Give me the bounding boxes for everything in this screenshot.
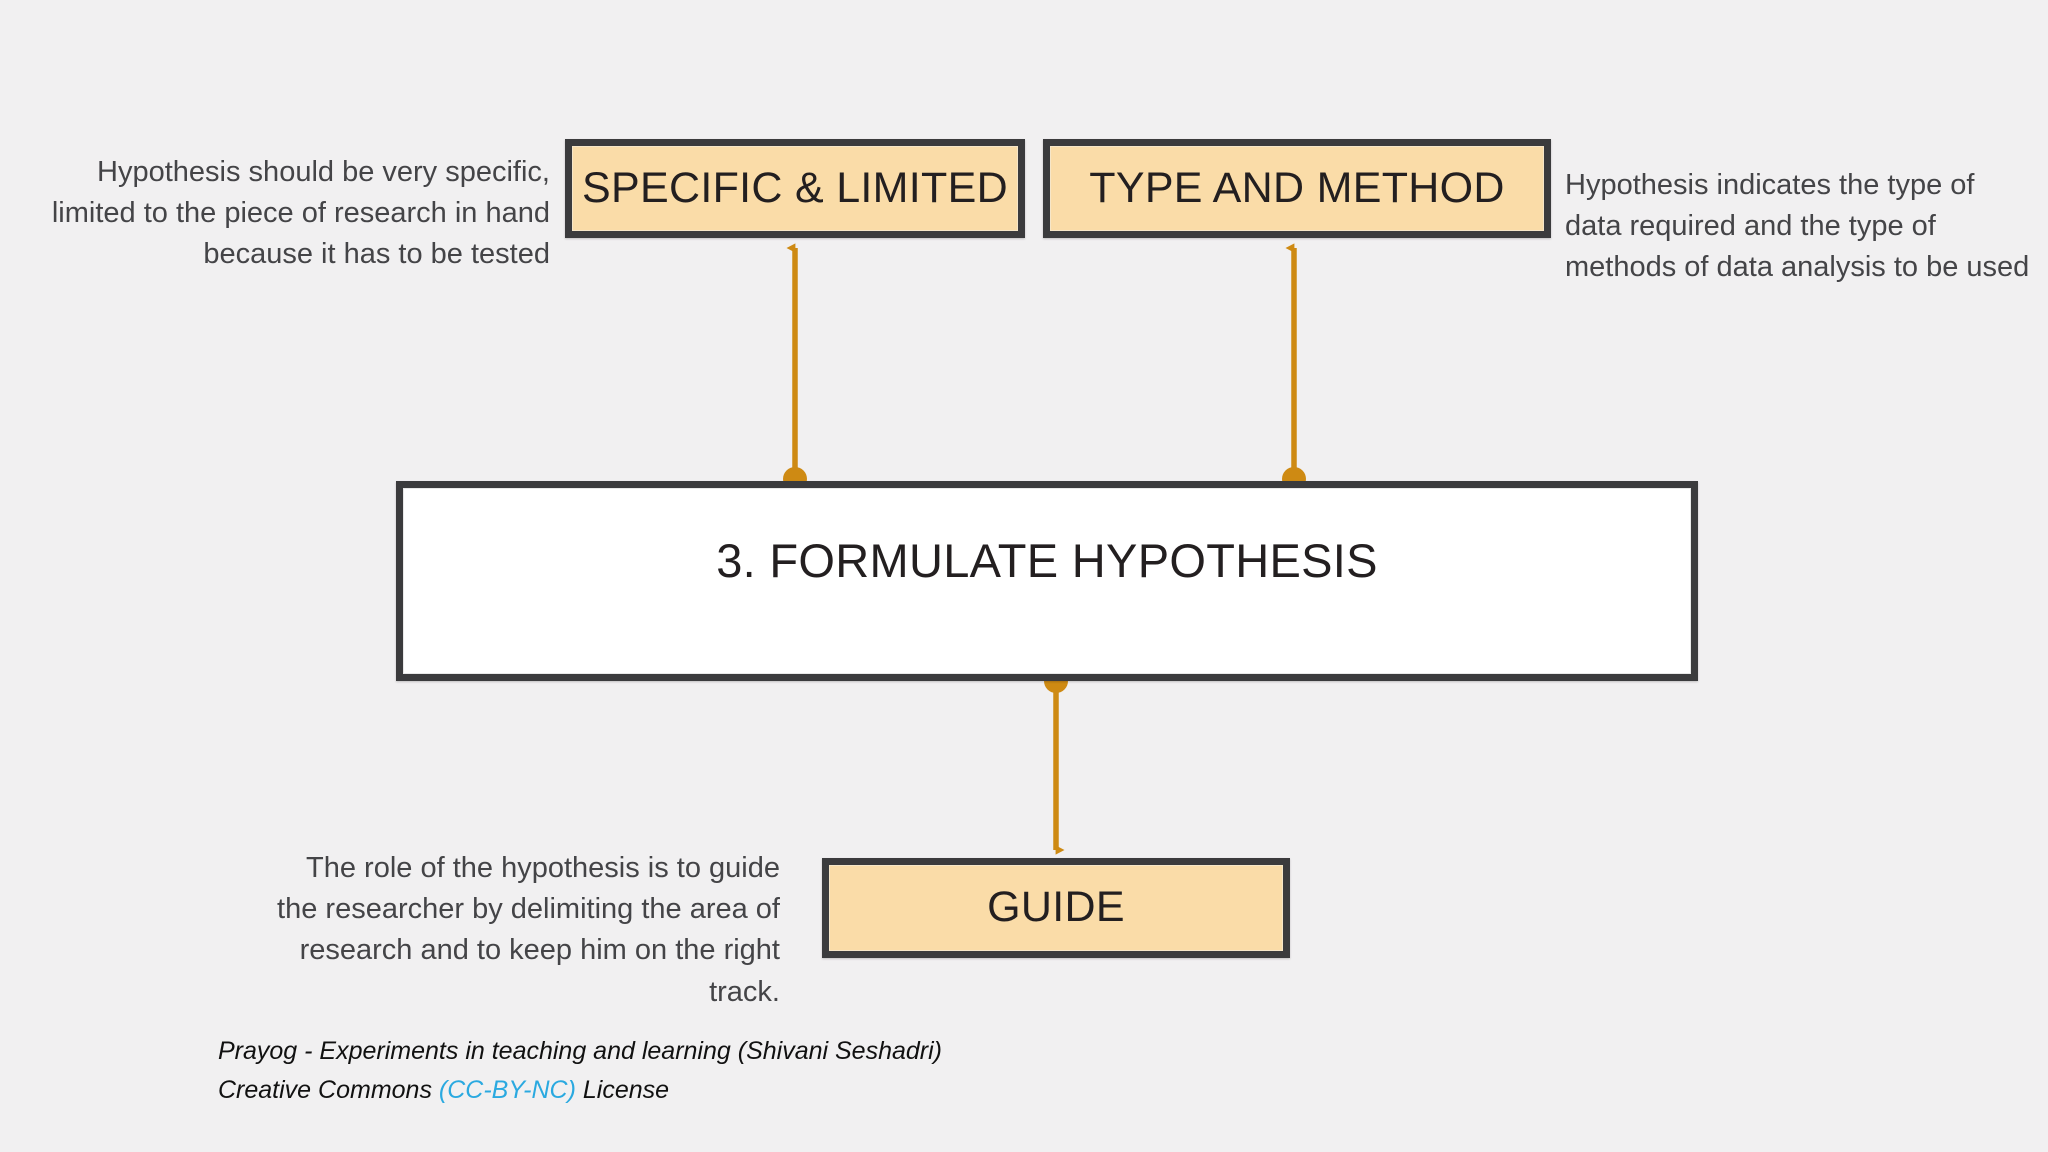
annotation-type-and-method: Hypothesis indicates the type of data re… bbox=[1565, 169, 2030, 284]
node-type-and-method-label: TYPE AND METHOD bbox=[1089, 163, 1505, 212]
node-specific-limited-label: SPECIFIC & LIMITED bbox=[582, 163, 1008, 212]
connector-center-to-specific-limited bbox=[783, 243, 807, 491]
connector-center-to-type-method bbox=[1282, 243, 1306, 491]
annotation-specific-limited: Hypothesis should be very specific, limi… bbox=[51, 156, 550, 271]
node-specific-limited[interactable]: SPECIFIC & LIMITED bbox=[565, 139, 1025, 238]
license-link[interactable]: (CC-BY-NC) bbox=[438, 1075, 576, 1104]
credit-line-title: Prayog - Experiments in teaching and lea… bbox=[218, 1037, 942, 1065]
node-formulate-hypothesis-label: 3. FORMULATE HYPOTHESIS bbox=[716, 534, 1378, 587]
node-guide[interactable]: GUIDE bbox=[822, 858, 1290, 958]
node-formulate-hypothesis[interactable]: 3. FORMULATE HYPOTHESIS bbox=[396, 481, 1698, 681]
node-type-and-method[interactable]: TYPE AND METHOD bbox=[1043, 139, 1551, 238]
annotation-guide: The role of the hypothesis is to guide t… bbox=[277, 852, 780, 1008]
node-guide-label: GUIDE bbox=[987, 883, 1125, 932]
connector-center-to-guide bbox=[1044, 669, 1068, 855]
credit-license-suffix: License bbox=[575, 1075, 670, 1104]
credit-license-prefix: Creative Commons bbox=[218, 1075, 439, 1104]
credit-line-license: Creative Commons (CC-BY-NC) License bbox=[218, 1071, 942, 1110]
credit-block: Prayog - Experiments in teaching and lea… bbox=[218, 1032, 942, 1110]
